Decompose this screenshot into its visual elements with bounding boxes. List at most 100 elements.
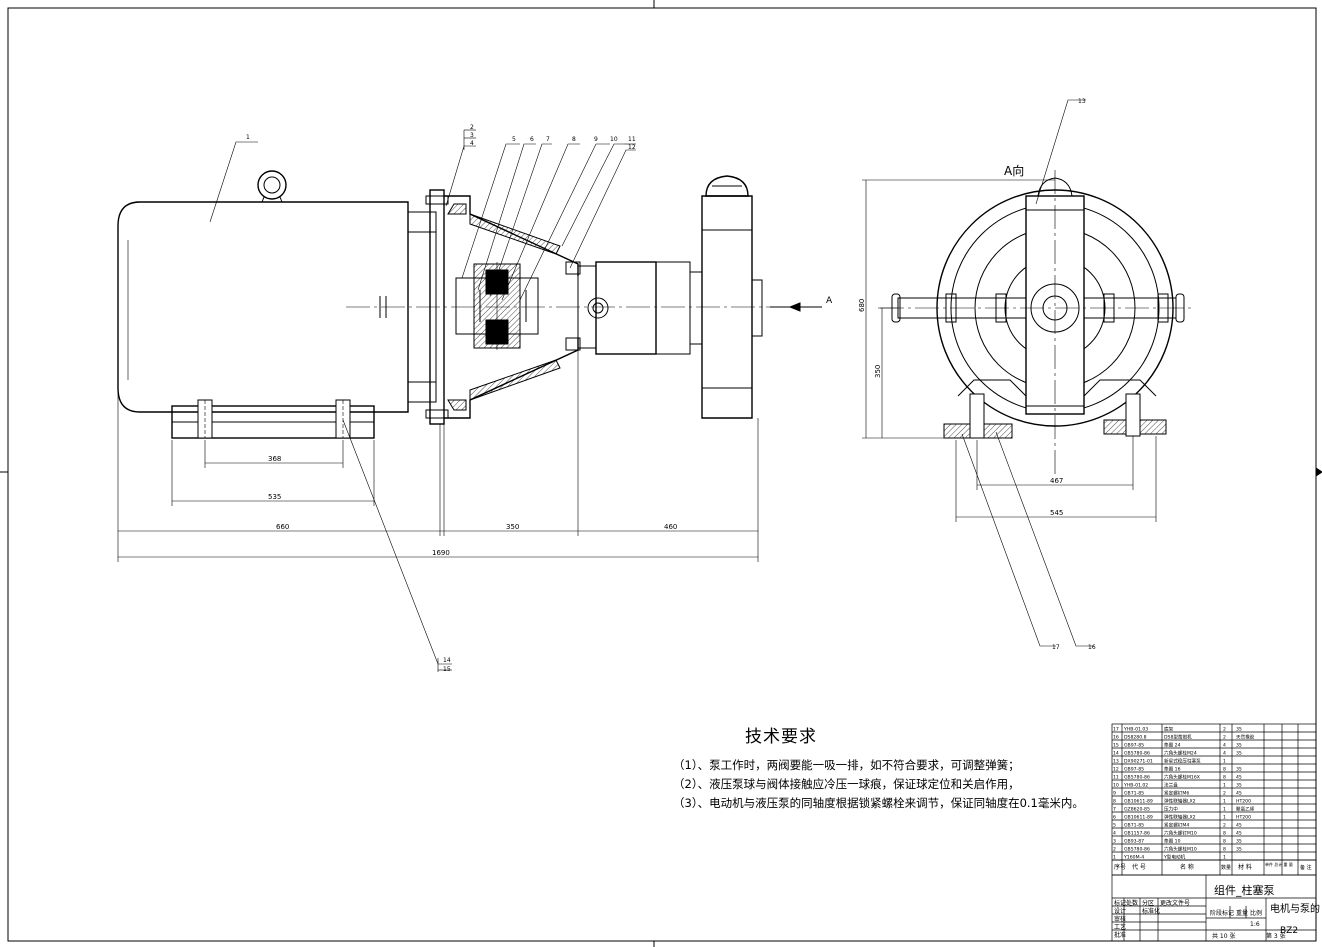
parts-cell-name: 紧定螺钉M6 [1164,790,1189,797]
scale-label: 比例 [1250,909,1262,917]
parts-cell-name: 六角头螺栓M16X [1164,774,1200,781]
sheet-number: 第 3 张 [1266,932,1286,940]
parts-cell-qty: 2 [1223,727,1226,733]
process-label: 工艺 [1114,923,1126,931]
balloon-1: 1 [246,134,250,141]
parts-cell-no: 12 [1113,767,1119,773]
parts-cell-material: 35 [1236,751,1242,757]
dim-1690: 1690 [432,549,450,557]
parts-cell-no: 13 [1113,759,1119,765]
parts-cell-no: 3 [1113,839,1116,845]
rev-zone-label: 分区 [1142,899,1154,907]
parts-cell-qty: 8 [1223,831,1226,837]
tech-title: 技术要求 [745,727,817,747]
parts-cell-qty: 8 [1223,775,1226,781]
header-name: 名 称 [1180,863,1194,871]
parts-cell-name: 垫圈 24 [1164,742,1181,749]
parts-cell-material: HT200 [1236,799,1251,805]
balloon-12: 12 [628,144,636,151]
parts-cell-code: Y160M-4 [1123,855,1144,861]
design-label: 设计 [1114,907,1126,915]
plunger-pump [577,175,763,419]
balloon-5: 5 [512,136,516,143]
parts-cell-no: 2 [1113,847,1116,853]
parts-cell-code: YHB-01.02 [1123,783,1148,789]
parts-cell-qty: 8 [1223,839,1226,845]
balloon-14: 14 [443,657,451,664]
balloon-4: 4 [470,140,474,147]
parts-cell-code: GB71-85 [1124,823,1144,829]
balloon-10: 10 [610,136,618,143]
parts-cell-material: 35 [1236,847,1242,853]
parts-cell-name: DS8型凿岩机 [1164,734,1192,741]
parts-cell-material: 45 [1236,831,1242,837]
technical-requirements: 技术要求 （1）、泵工作时，两阀要能一吸一排，如不符合要求，可调整弹簧； （2）… [673,722,1113,814]
dim-680: 680 [858,299,866,312]
parts-cell-code: GB5780-86 [1124,775,1150,781]
parts-cell-qty: 4 [1223,751,1226,757]
parts-cell-name: 压力中 [1164,806,1178,813]
dim-535: 535 [268,493,281,501]
sheets-total: 共 10 张 [1212,932,1235,940]
balloon-17: 17 [1052,644,1060,651]
parts-cell-no: 8 [1113,799,1116,805]
parts-cell-qty: 2 [1223,791,1226,797]
balloon-3: 3 [470,132,474,139]
parts-cell-no: 4 [1113,831,1116,837]
header-weight: 单件 总计 重 量 [1265,861,1293,867]
balloon-8: 8 [572,136,576,143]
parts-cell-code: GB10611-89 [1124,815,1153,821]
dimension-lines [117,350,759,562]
parts-cell-name: 弹性联轴器LX2 [1164,814,1196,821]
parts-cell-no: 6 [1113,815,1116,821]
parts-cell-no: 5 [1113,823,1116,829]
rev-doc-label: 更改文件号 [1160,899,1190,907]
parts-cell-name: 法兰盘 [1164,782,1178,789]
leader-lines [209,129,636,672]
parts-cell-code: GB10611-89 [1124,799,1153,805]
parts-cell-code: GB97-85 [1124,767,1144,773]
approve-label: 批准 [1114,931,1126,939]
dim-660: 660 [276,523,289,531]
drawing-name: 电机与泵的 [1270,902,1320,915]
parts-cell-material: 45 [1236,775,1242,781]
parts-cell-qty: 1 [1223,759,1226,765]
parts-cell-material: 35 [1236,839,1242,845]
side-dimensions [862,99,1157,647]
parts-cell-material: 45 [1236,791,1242,797]
parts-cell-name: 六角头螺钉M10 [1164,830,1197,837]
parts-cell-qty: 2 [1223,735,1226,741]
balloon-13: 13 [1078,98,1086,105]
review-label: 审核 [1114,915,1126,923]
parts-cell-name: Y型电动机 [1163,854,1186,861]
header-code: 代 号 [1132,863,1146,871]
parts-cell-name: 弹性联轴器LX2 [1164,798,1196,805]
parts-cell-code: DX90271-01 [1124,759,1153,765]
dim-545: 545 [1050,509,1063,517]
drawing-number: BZ2 [1280,926,1298,936]
assembly-name: 组件_柱塞泵 [1214,883,1275,897]
parts-cell-name: 垫圈 16 [1164,766,1181,773]
balloon-6: 6 [530,136,534,143]
parts-cell-code: GB71-85 [1124,791,1144,797]
parts-cell-no: 10 [1113,783,1119,789]
balloon-15: 15 [443,666,451,673]
dim-350-vertical: 350 [874,365,882,378]
scale-value: 1:6 [1250,921,1260,928]
parts-cell-qty: 8 [1223,767,1226,773]
parts-cell-no: 14 [1113,751,1119,757]
parts-cell-material: HT200 [1236,815,1251,821]
dim-460: 460 [664,523,677,531]
parts-cell-code: YHB-01.03 [1123,727,1148,733]
parts-cell-qty: 1 [1223,807,1226,813]
base-frame [171,399,375,439]
parts-cell-qty: 8 [1223,847,1226,853]
stage-mark-label: 阶段标记 [1210,909,1234,917]
parts-cell-no: 7 [1113,807,1116,813]
view-arrow-label: A [826,296,833,306]
parts-cell-code: GB5780-86 [1124,847,1150,853]
tech-item-3: （3）、电动机与液压泵的同轴度根据锁紧螺栓来调节，保证同轴度在0.1毫米内。 [673,796,1084,810]
parts-cell-code: GZ8620-85 [1124,807,1150,813]
balloon-11: 11 [628,136,636,143]
